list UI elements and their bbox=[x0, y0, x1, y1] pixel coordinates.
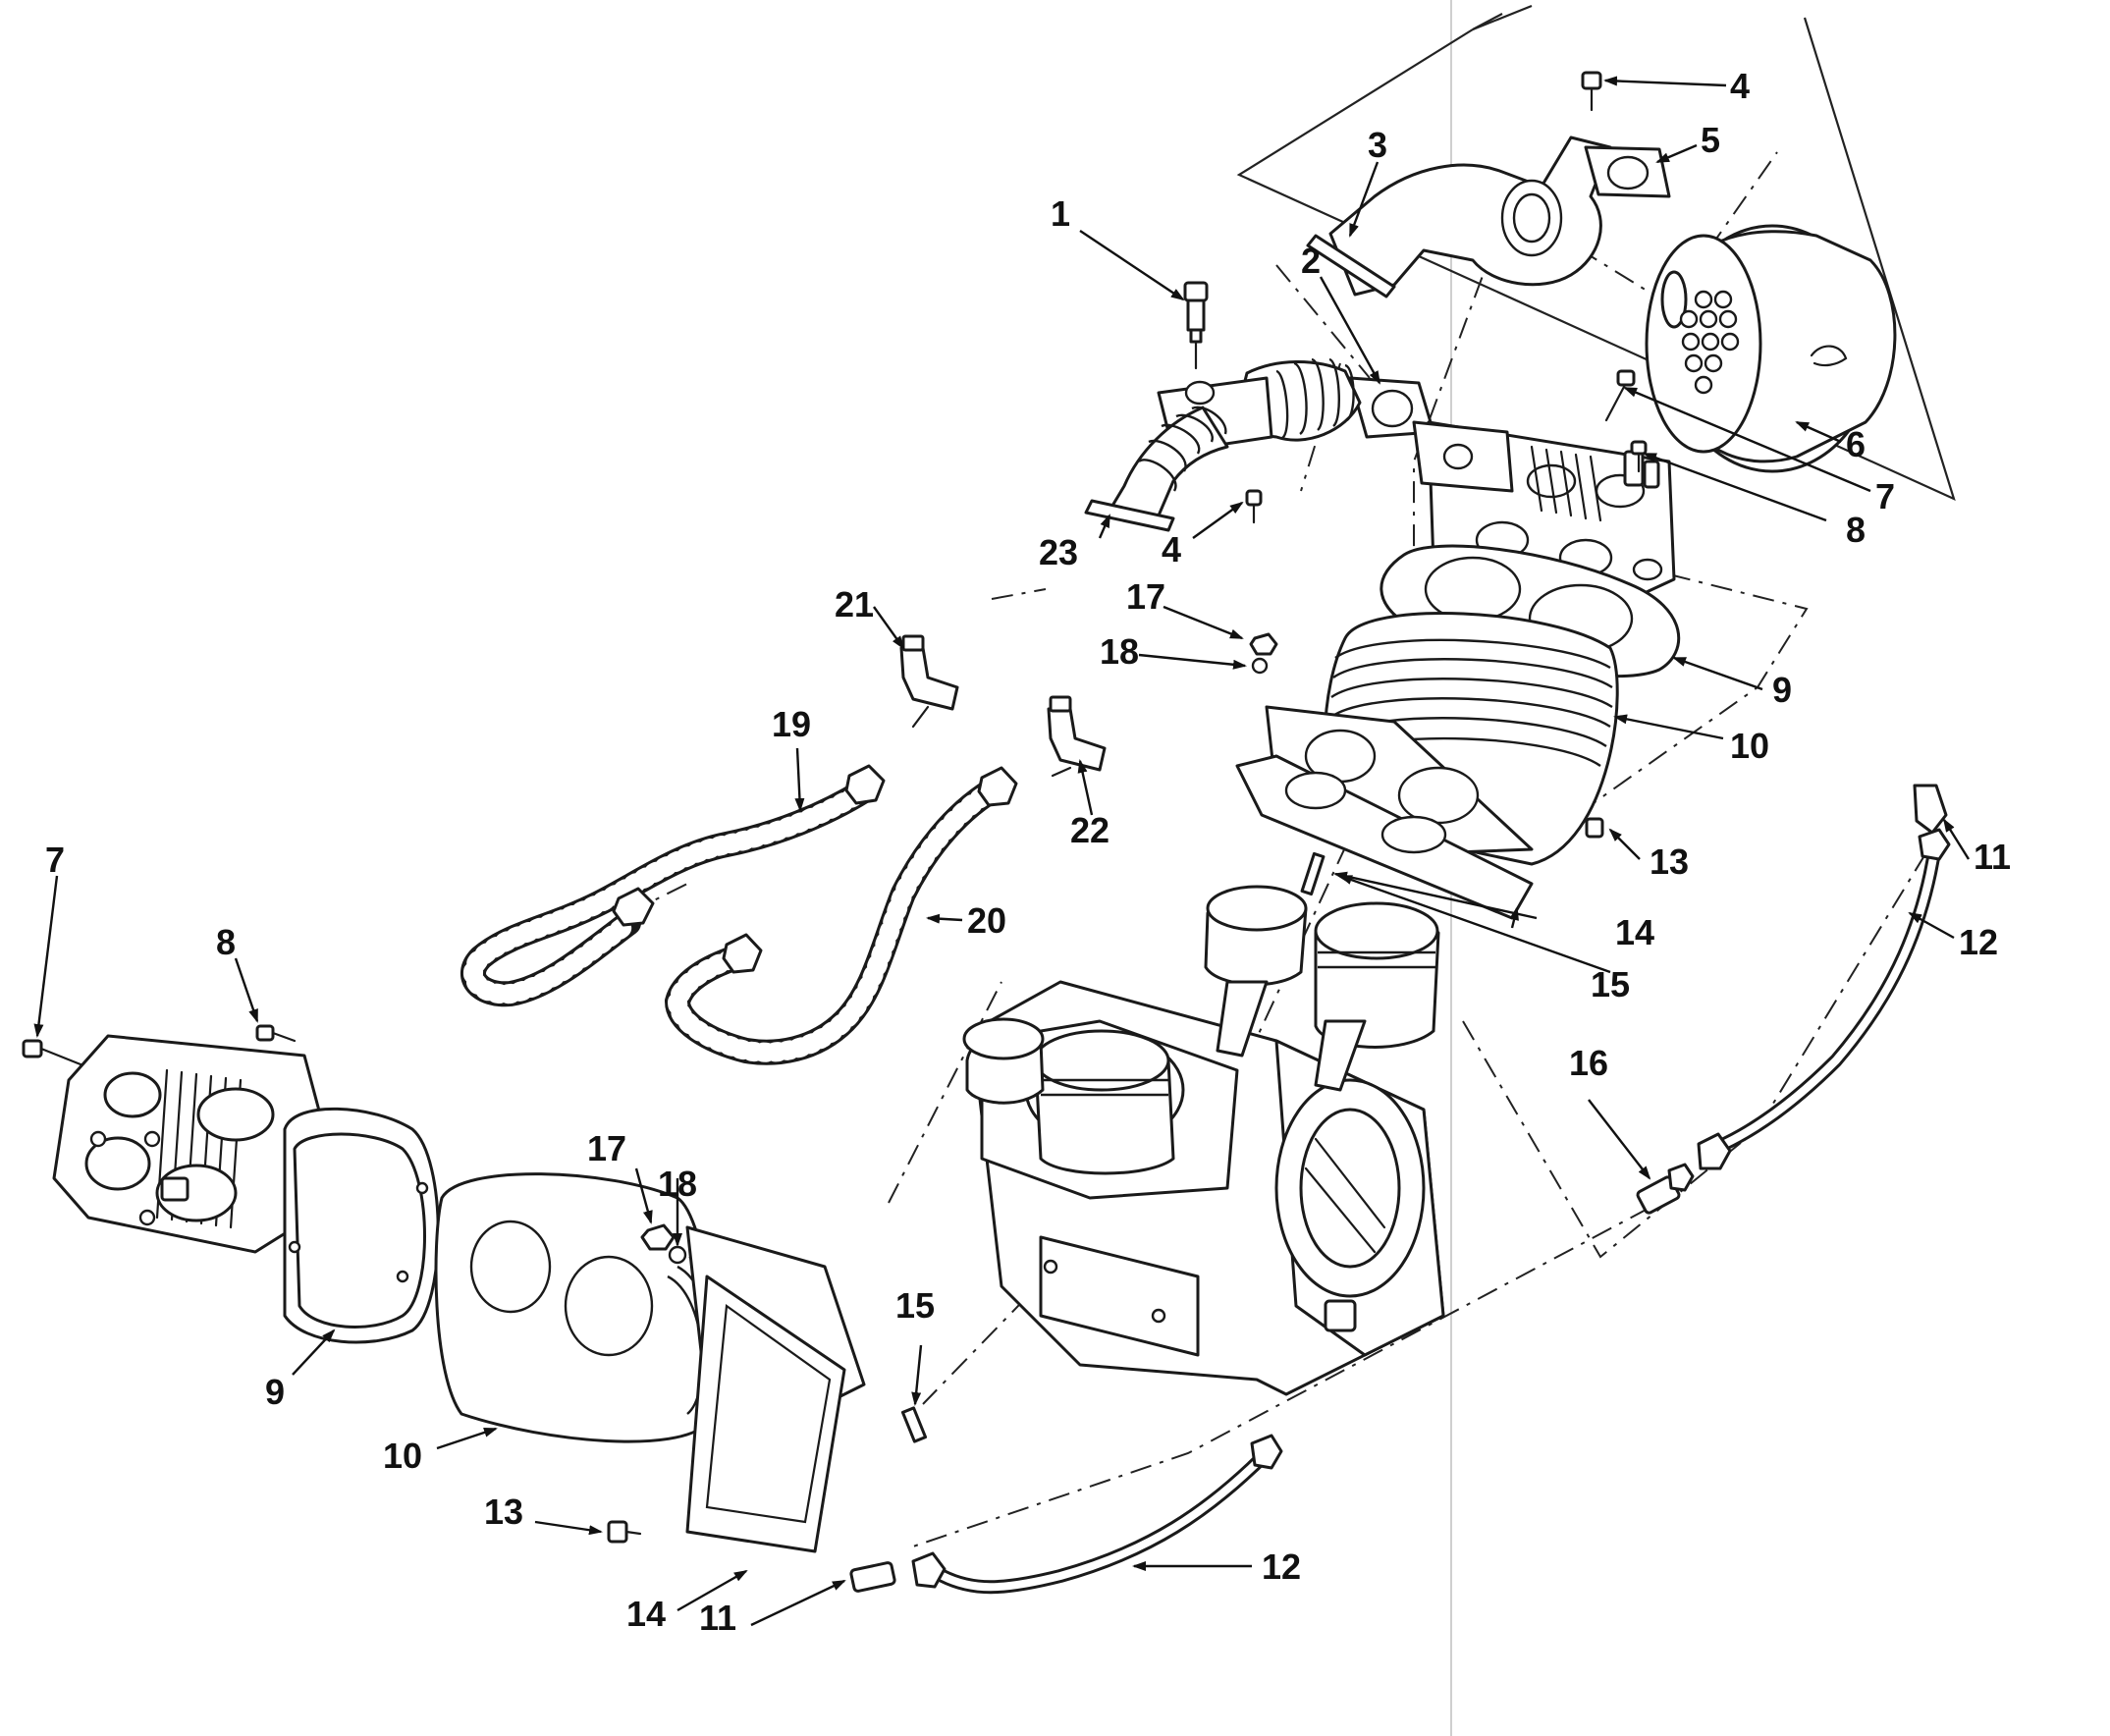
callout-5: 5 bbox=[1701, 120, 1720, 160]
callout-12b: 12 bbox=[1262, 1546, 1301, 1587]
callout-14a: 14 bbox=[1615, 912, 1654, 952]
part-7-head-bolt-upper bbox=[1604, 369, 1636, 422]
part-21-elbow-fitting bbox=[899, 634, 959, 729]
part-11-elbow-right bbox=[1913, 784, 1948, 835]
callout-10b: 10 bbox=[1730, 726, 1769, 766]
callout-14b: 14 bbox=[626, 1594, 666, 1634]
callout-11b: 11 bbox=[699, 1598, 736, 1638]
leader-lines bbox=[33, 76, 1971, 1627]
part-12-oil-line-right bbox=[1697, 828, 1951, 1170]
callout-18b: 18 bbox=[658, 1164, 697, 1204]
callout-7b: 7 bbox=[1875, 476, 1895, 516]
callout-7a: 7 bbox=[45, 840, 65, 880]
callout-18a: 18 bbox=[1100, 631, 1139, 672]
part-23-intake-manifold bbox=[1084, 357, 1362, 532]
part-15-stud-upper bbox=[1300, 851, 1326, 896]
piston-large-front bbox=[1033, 1029, 1175, 1175]
part-4-screw-upper bbox=[1581, 71, 1602, 112]
part-4-screw-lower bbox=[1245, 489, 1263, 524]
part-8-head-screw-left bbox=[255, 1024, 297, 1043]
callout-8a: 8 bbox=[216, 922, 236, 962]
manifold-flex-ribs-upper bbox=[1275, 357, 1355, 440]
callout-16: 16 bbox=[1569, 1043, 1608, 1083]
callout-9a: 9 bbox=[265, 1372, 285, 1412]
part-12-oil-line-bottom bbox=[911, 1434, 1283, 1595]
part-7-head-bolt-left bbox=[22, 1039, 92, 1070]
part-3-intake-elbow bbox=[1306, 136, 1612, 298]
part-5-flange-gasket bbox=[1584, 145, 1671, 198]
part-9-head-gasket-left bbox=[283, 1107, 440, 1344]
part-8-head-screw-upper bbox=[1630, 440, 1648, 473]
crankcase-bearing-detail bbox=[1304, 1137, 1386, 1254]
part-6-air-cleaner bbox=[1645, 224, 1897, 473]
callout-12a: 12 bbox=[1959, 922, 1998, 962]
callout-19: 19 bbox=[772, 704, 811, 744]
callout-13a: 13 bbox=[1650, 841, 1689, 882]
part-11-elbow-bottom bbox=[849, 1561, 896, 1593]
callout-2: 2 bbox=[1301, 241, 1321, 281]
callout-13b: 13 bbox=[484, 1492, 523, 1532]
air-cleaner-vent-holes bbox=[1679, 290, 1740, 395]
callout-15b: 15 bbox=[895, 1285, 935, 1326]
callout-3: 3 bbox=[1368, 125, 1387, 165]
callout-21: 21 bbox=[835, 584, 874, 624]
callout-17b: 17 bbox=[587, 1128, 626, 1168]
part-14-base-gasket-left bbox=[685, 1275, 846, 1553]
callout-22: 22 bbox=[1070, 810, 1109, 850]
part-16-fitting bbox=[1636, 1163, 1695, 1215]
callout-8b: 8 bbox=[1846, 510, 1866, 550]
callout-20: 20 bbox=[967, 900, 1006, 941]
part-13-plug-upper bbox=[1585, 817, 1604, 839]
callout-labels: 1 2 3 4 4 5 6 7 7 8 8 9 9 10 10 11 11 12… bbox=[45, 66, 2011, 1638]
manifold-flex-ribs-lower bbox=[1138, 406, 1227, 492]
head-cooling-fins-upper bbox=[1530, 445, 1602, 522]
air-cleaner-inset-frame bbox=[1236, 4, 1956, 502]
callout-15a: 15 bbox=[1591, 964, 1630, 1004]
part-20-flex-hose bbox=[664, 766, 1018, 1065]
part-17-18-nut-washer-left bbox=[640, 1223, 687, 1265]
callout-23: 23 bbox=[1039, 532, 1078, 572]
callout-10a: 10 bbox=[383, 1436, 422, 1476]
piston-upper-left bbox=[1204, 885, 1308, 1058]
callout-4a: 4 bbox=[1730, 66, 1750, 106]
part-13-plug-left bbox=[607, 1520, 642, 1544]
callout-17a: 17 bbox=[1126, 576, 1165, 617]
callout-1: 1 bbox=[1051, 193, 1070, 234]
callout-11a: 11 bbox=[1974, 837, 2011, 877]
callout-6: 6 bbox=[1846, 424, 1866, 464]
part-15-stud-left bbox=[900, 1406, 928, 1443]
piston-small-left bbox=[962, 1017, 1045, 1105]
piston-upper-right bbox=[1314, 901, 1440, 1092]
part-19-flex-hose bbox=[460, 764, 886, 1007]
part-22-elbow-fitting bbox=[1047, 695, 1107, 778]
cylinder-head-left bbox=[52, 1034, 326, 1254]
part-14-base-gasket-upper bbox=[1235, 754, 1534, 920]
callout-9b: 9 bbox=[1772, 670, 1792, 710]
callout-4b: 4 bbox=[1162, 529, 1181, 570]
part-17-18-nut-washer-upper bbox=[1249, 632, 1278, 675]
part-1-relief-valve bbox=[1183, 281, 1209, 370]
